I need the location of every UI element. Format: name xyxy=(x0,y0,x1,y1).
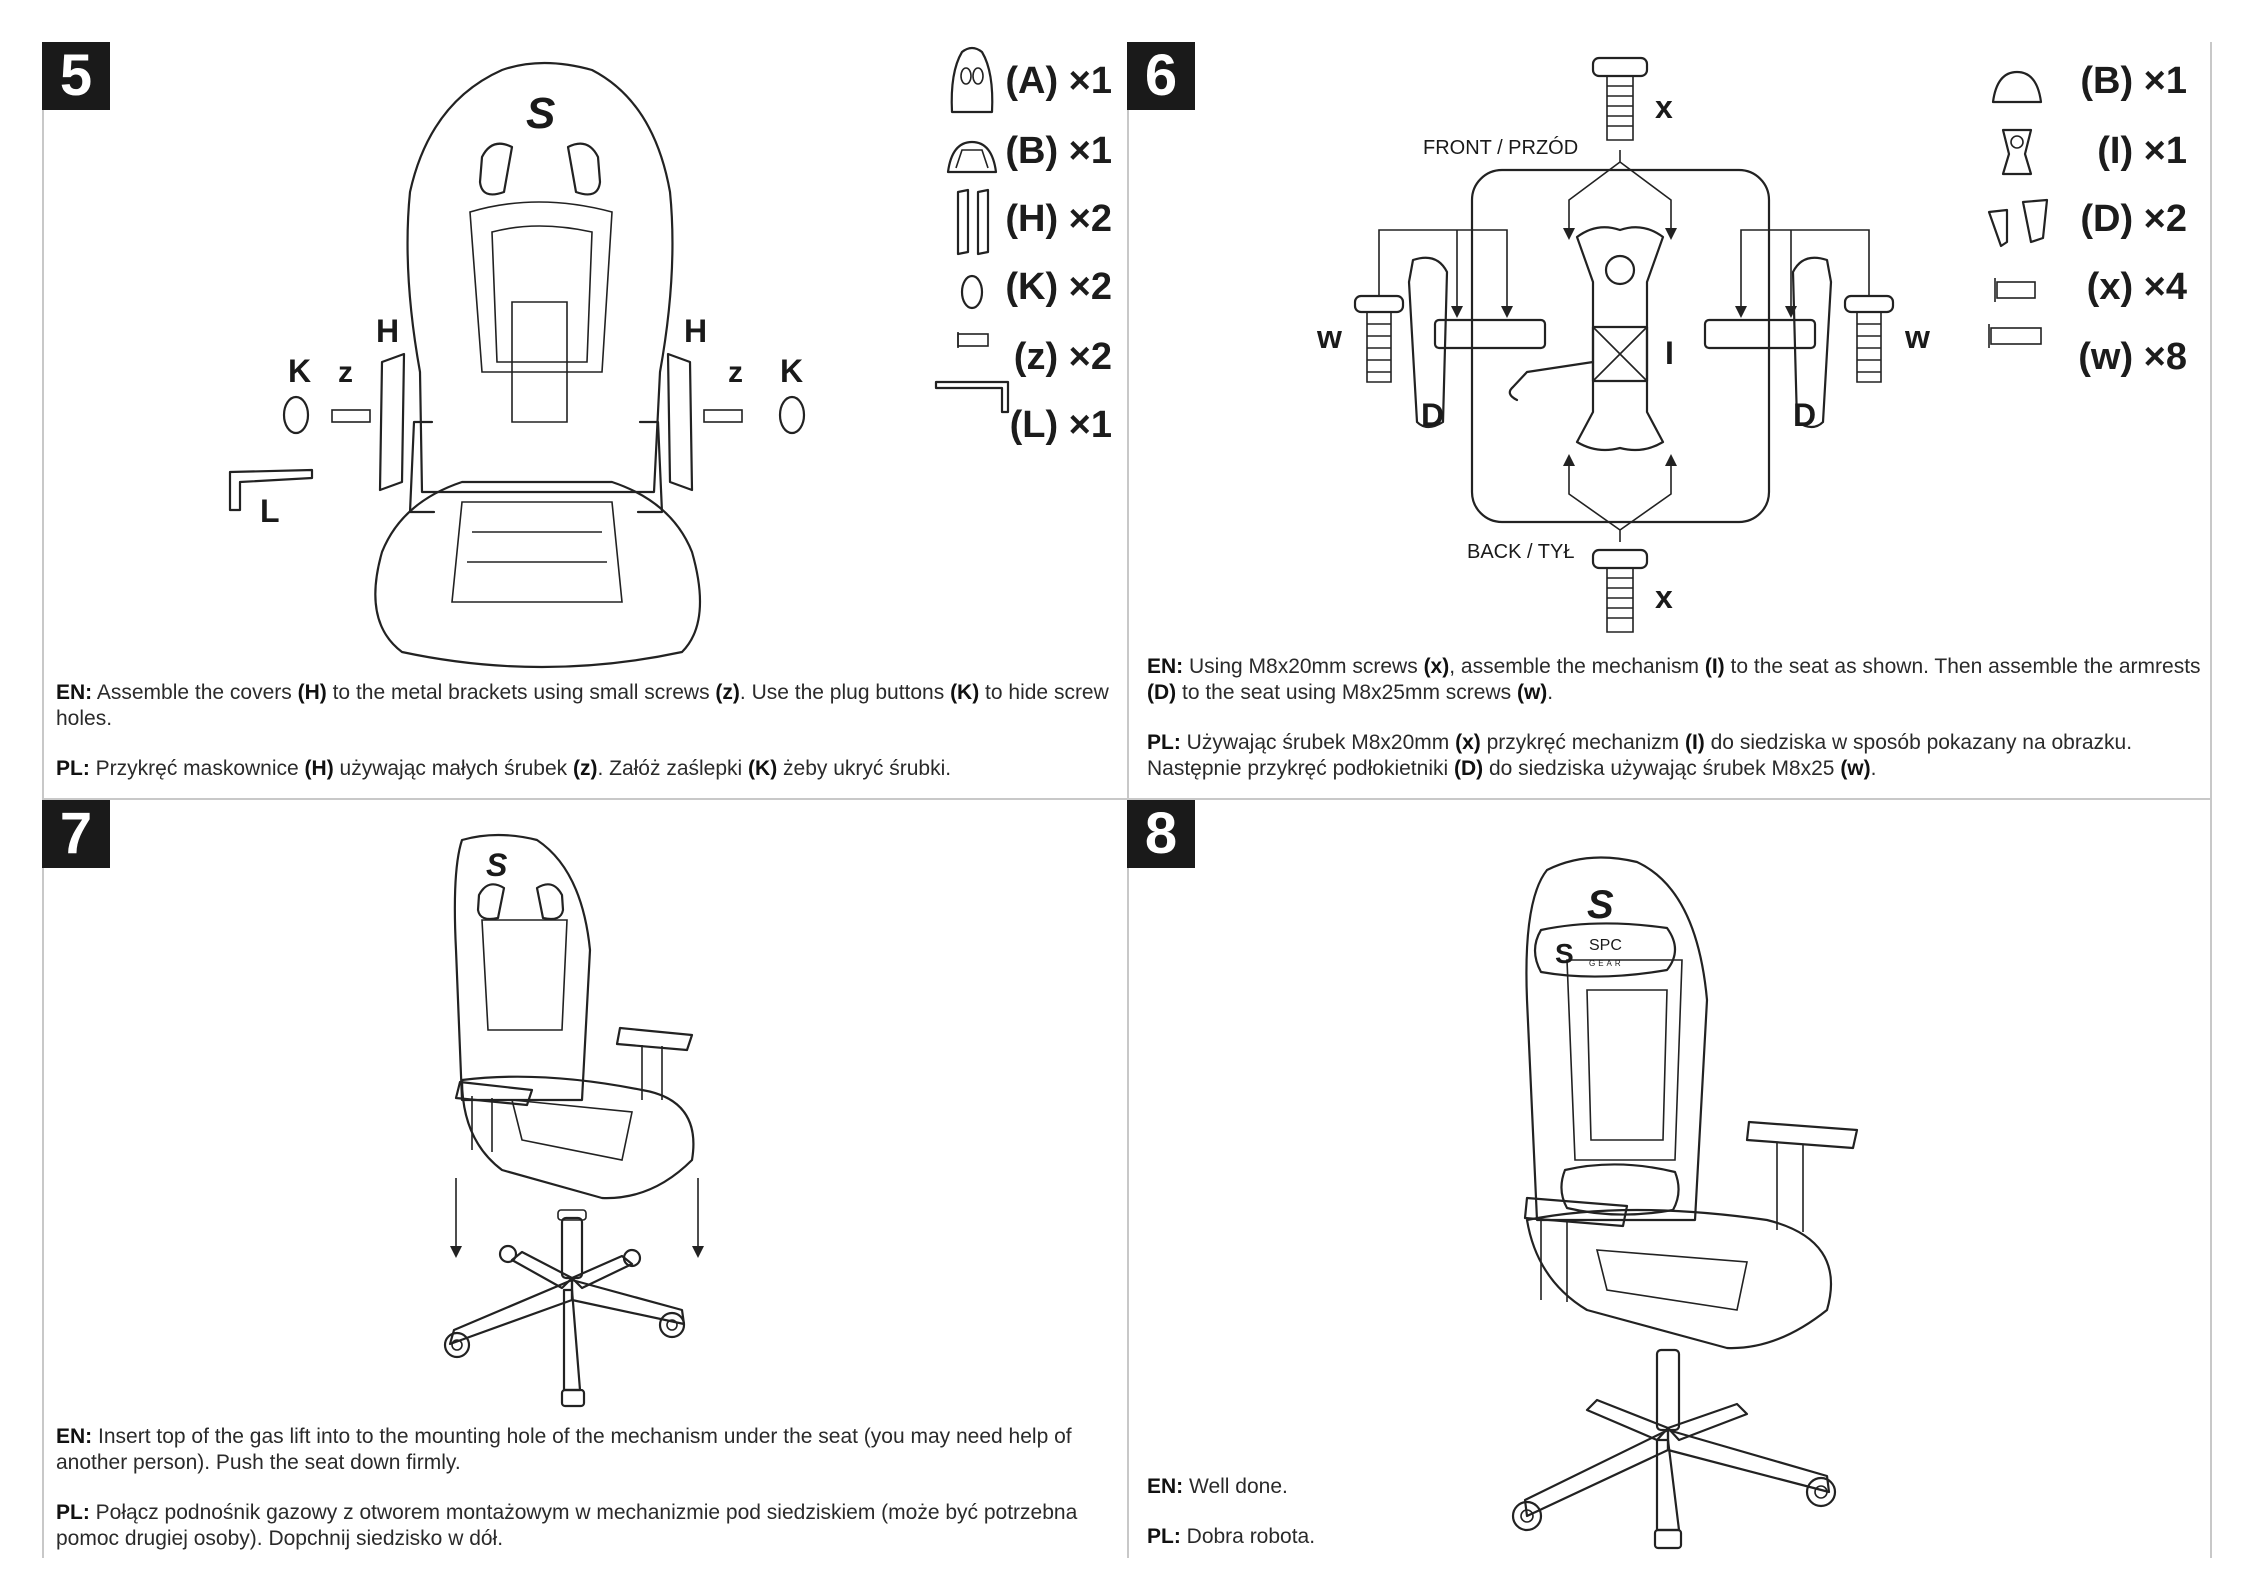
part-x-icon xyxy=(1994,278,2036,302)
label-K-left: K xyxy=(288,353,311,389)
part-b: (B) ×1 xyxy=(1005,130,1112,172)
label-D-left: D xyxy=(1421,397,1444,433)
divider-horizontal xyxy=(42,798,2212,800)
instruction-pl-5: PL: Przykręć maskownice (H) używając mał… xyxy=(56,757,952,780)
part-b-icon xyxy=(946,140,998,174)
part-d-icon xyxy=(1987,198,2049,248)
part-l-icon xyxy=(934,380,1010,414)
label-w-right: w xyxy=(1904,319,1930,355)
panel-step-8: 8 S S SPC GEAR EN: Well done. PL: D xyxy=(1127,800,2212,1558)
parts-icons-5 xyxy=(934,46,1010,414)
pillow-brand: SPC xyxy=(1589,937,1622,954)
svg-text:S: S xyxy=(486,847,508,883)
label-z-left: z xyxy=(338,356,353,389)
part-i-icon xyxy=(2001,128,2033,176)
part-k-icon xyxy=(960,274,984,310)
instruction-pl-7: PL: Połącz podnośnik gazowy z otworem mo… xyxy=(56,1501,1078,1550)
part-k: (K) ×2 xyxy=(1005,266,1112,308)
panel-step-5: 5 S H H K z z K L xyxy=(42,42,1127,798)
instruction-en-8: EN: Well done. xyxy=(1147,1475,1288,1498)
label-H-left: H xyxy=(376,313,399,349)
label-L: L xyxy=(260,493,280,529)
instructions-6: EN: Using M8x20mm screws (x), assemble t… xyxy=(1147,654,2202,806)
parts-icons-6 xyxy=(1987,70,2049,348)
part-d: (D) ×2 xyxy=(2080,198,2187,240)
label-H-right: H xyxy=(684,313,707,349)
panel-step-7: 7 S EN: Insert top of the xyxy=(42,800,1127,1558)
label-back: BACK / TYŁ xyxy=(1467,541,1574,563)
part-z-icon xyxy=(957,332,989,348)
label-K-right: K xyxy=(780,353,803,389)
mechanism-diagram: FRONT / PRZÓD BACK / TYŁ x x w w D D I xyxy=(1316,56,1930,633)
svg-text:S: S xyxy=(1587,883,1614,927)
part-b-icon xyxy=(1991,70,2043,104)
divider-vertical-right xyxy=(2210,42,2212,1558)
instructions-7: EN: Insert top of the gas lift into to t… xyxy=(56,1424,1116,1576)
svg-text:S: S xyxy=(1555,938,1574,969)
label-front: FRONT / PRZÓD xyxy=(1423,136,1578,159)
pillow-sub: GEAR xyxy=(1589,959,1624,968)
instructions-8: EN: Well done. PL: Dobra robota. xyxy=(1147,1474,1747,1574)
part-i: (I) ×1 xyxy=(2097,130,2187,172)
step-number-5: 5 xyxy=(42,42,110,110)
part-a: (A) ×1 xyxy=(1005,60,1112,102)
step-number-6: 6 xyxy=(1127,42,1195,110)
label-x-bottom: x xyxy=(1655,579,1673,615)
label-x-top: x xyxy=(1655,89,1673,125)
chair-back-illustration: S H H K z z K L xyxy=(228,61,806,669)
part-h: (H) ×2 xyxy=(1005,198,1112,240)
part-b: (B) ×1 xyxy=(2080,60,2187,102)
finished-chair-illustration: S S SPC GEAR xyxy=(1511,856,1859,1550)
svg-text:S: S xyxy=(526,89,555,138)
label-I: I xyxy=(1665,335,1674,371)
instruction-pl-8: PL: Dobra robota. xyxy=(1147,1525,1316,1548)
instruction-en-7: EN: Insert top of the gas lift into to t… xyxy=(56,1425,1072,1474)
label-w-left: w xyxy=(1316,319,1342,355)
step-number-8: 8 xyxy=(1127,800,1195,868)
part-l: (L) ×1 xyxy=(1009,404,1112,446)
part-w-icon xyxy=(1988,324,2042,348)
instruction-pl-6: PL: Używając śrubek M8x20mm (x) przykręć… xyxy=(1147,731,2133,780)
part-h-icon xyxy=(956,188,990,256)
chair-base-illustration: S xyxy=(443,833,704,1408)
panel-step-6: 6 FRONT / P xyxy=(1127,42,2212,798)
part-x: (x) ×4 xyxy=(2086,266,2187,308)
part-z: (z) ×2 xyxy=(1013,336,1112,378)
part-a-icon xyxy=(950,46,994,114)
instruction-en-6: EN: Using M8x20mm screws (x), assemble t… xyxy=(1147,655,2201,704)
instruction-en-5: EN: Assemble the covers (H) to the metal… xyxy=(56,681,1109,730)
step-number-7: 7 xyxy=(42,800,110,868)
label-D-right: D xyxy=(1793,397,1816,433)
instructions-5: EN: Assemble the covers (H) to the metal… xyxy=(56,680,1116,806)
part-w: (w) ×8 xyxy=(2078,336,2187,378)
label-z-right: z xyxy=(728,356,743,389)
